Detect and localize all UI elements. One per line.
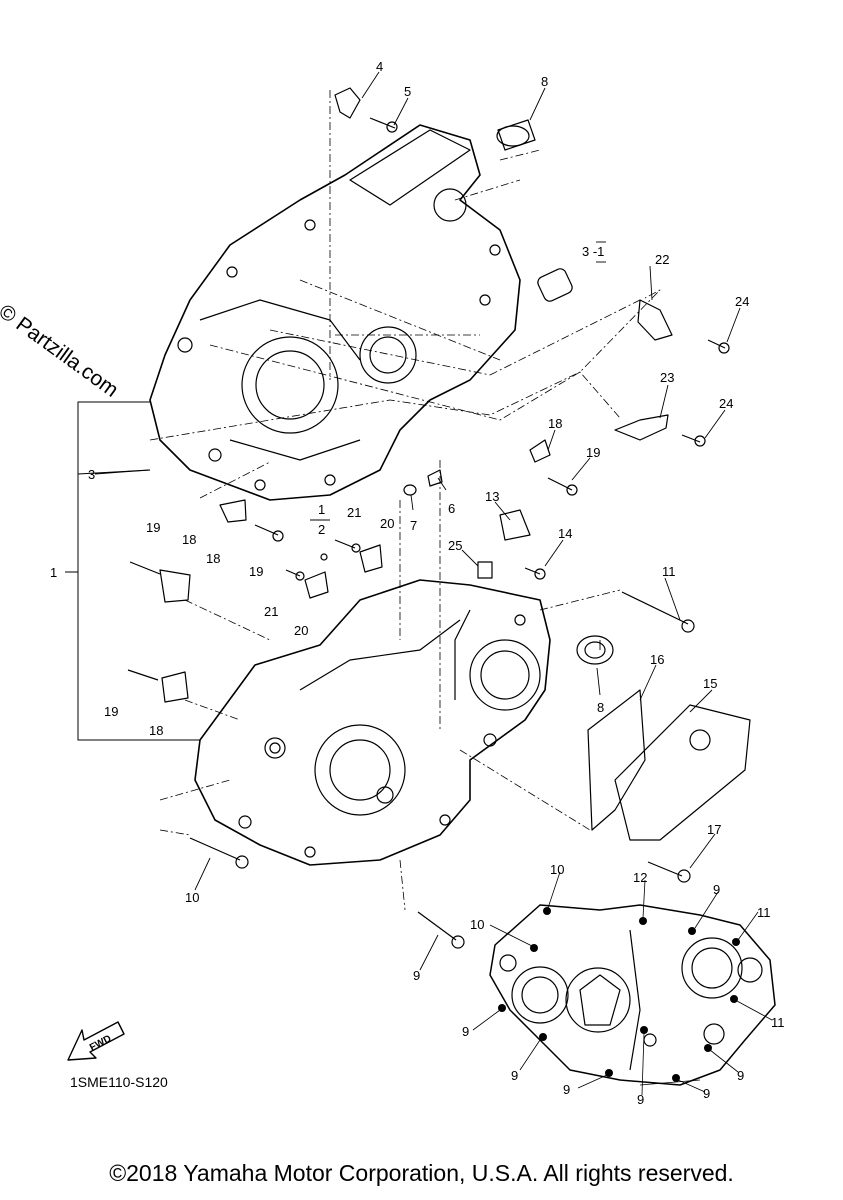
callout-13: 13 bbox=[485, 489, 499, 504]
crankcase-left-upper bbox=[149, 124, 521, 501]
callout-24-a: 24 bbox=[735, 294, 749, 309]
copyright-notice: ©2018 Yamaha Motor Corporation, U.S.A. A… bbox=[109, 1160, 734, 1186]
callout-19-d: 19 bbox=[104, 704, 118, 719]
callout-10-bolt: 10 bbox=[185, 890, 199, 905]
inset-callout-12: 12 bbox=[633, 870, 647, 885]
inset-callout-9-r: 9 bbox=[737, 1068, 744, 1083]
callout-5: 5 bbox=[404, 84, 411, 99]
callout-1-sub: 1 bbox=[318, 502, 325, 517]
inset-callout-11-right: 11 bbox=[771, 1015, 785, 1030]
callout-21-a: 21 bbox=[347, 505, 361, 520]
callout-6: 6 bbox=[448, 501, 455, 516]
callout-2-sub: 2 bbox=[318, 522, 325, 537]
callout-25: 25 bbox=[448, 538, 462, 553]
callout-9-bolt: 9 bbox=[413, 968, 420, 983]
callout-18-a: 18 bbox=[548, 416, 562, 431]
callout-24-b: 24 bbox=[719, 396, 733, 411]
callout-22: 22 bbox=[655, 252, 669, 267]
inset-callout-10-mid: 10 bbox=[470, 917, 484, 932]
callout-18-d: 18 bbox=[149, 723, 163, 738]
assembly-bracket bbox=[77, 401, 200, 741]
crankcase-right-lower bbox=[194, 561, 551, 866]
callout-3: 3 bbox=[88, 467, 95, 482]
callout-18-b: 18 bbox=[182, 532, 196, 547]
callout-19-a: 19 bbox=[586, 445, 600, 460]
callout-7: 7 bbox=[410, 518, 417, 533]
callout-19-c: 19 bbox=[249, 564, 263, 579]
inset-callout-10-top: 10 bbox=[550, 862, 564, 877]
inset-crankcase-view bbox=[489, 904, 776, 1086]
inset-callout-9-b2: 9 bbox=[637, 1092, 644, 1107]
callout-21-b: 21 bbox=[264, 604, 278, 619]
callout-8-top: 8 bbox=[541, 74, 548, 89]
callout-1: 1 bbox=[50, 565, 57, 580]
inset-leaders bbox=[472, 871, 773, 1096]
callout-4: 4 bbox=[376, 59, 383, 74]
small-parts bbox=[127, 87, 751, 949]
callout-15: 15 bbox=[703, 676, 717, 691]
callout-3-1: 3 -1 bbox=[582, 244, 604, 259]
alignment-lines bbox=[149, 90, 661, 911]
inset-callout-9-top: 9 bbox=[713, 882, 720, 897]
callout-16: 16 bbox=[650, 652, 664, 667]
fwd-arrow-icon bbox=[67, 1021, 125, 1061]
leader-lines bbox=[94, 71, 741, 971]
callout-17: 17 bbox=[707, 822, 721, 837]
callout-20-b: 20 bbox=[294, 623, 308, 638]
inset-callout-9-b3: 9 bbox=[703, 1086, 710, 1101]
inset-callout-9-b1: 9 bbox=[563, 1082, 570, 1097]
callout-11-bolt: 11 bbox=[662, 564, 676, 579]
callout-23: 23 bbox=[660, 370, 674, 385]
inset-callout-9-bl: 9 bbox=[511, 1068, 518, 1083]
callout-20-a: 20 bbox=[380, 516, 394, 531]
callout-19-b: 19 bbox=[146, 520, 160, 535]
callout-14: 14 bbox=[558, 526, 572, 541]
callout-8-mid: 8 bbox=[597, 700, 604, 715]
diagram-code: 1SME110-S120 bbox=[70, 1074, 168, 1090]
inset-callout-11-top: 11 bbox=[757, 905, 771, 920]
callout-18-c: 18 bbox=[206, 551, 220, 566]
inset-callout-9-left: 9 bbox=[462, 1024, 469, 1039]
